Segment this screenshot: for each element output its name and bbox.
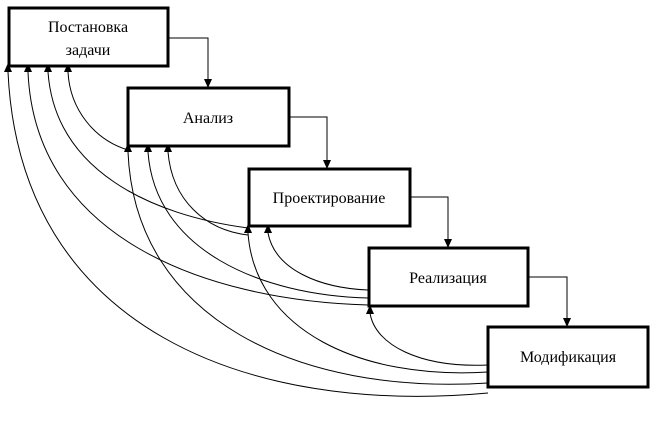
- stage-design: Проектирование: [247, 167, 412, 228]
- arrowhead-design: [323, 160, 331, 169]
- feedback-design-to-analysis: [167, 151, 249, 236]
- feedback-modification-to-implementation: [369, 312, 489, 366]
- stage-implementation-label: Реализация: [409, 270, 487, 287]
- arrowhead-analysis: [204, 79, 212, 88]
- connector-task-to-analysis: [168, 37, 209, 80]
- connector-design-to-implementation: [410, 196, 449, 240]
- feedback-modification-to-design: [247, 232, 489, 374]
- stage-implementation: Реализация: [367, 246, 530, 308]
- arrowhead-feedback: [244, 224, 252, 233]
- stage-task-line-2: задачи: [66, 42, 111, 59]
- feedback-modification-to-analysis: [127, 151, 489, 385]
- stage-task-line-1: Постановка: [48, 19, 128, 36]
- stage-modification: Модификация: [486, 325, 650, 389]
- stage-analysis: Анализ: [126, 86, 291, 148]
- connector-analysis-to-design: [289, 116, 328, 161]
- feedback-modification-to-task: [7, 71, 489, 397]
- arrowhead-modification: [563, 318, 571, 327]
- feedback-implementation-to-task: [27, 71, 369, 306]
- feedback-implementation-to-analysis: [147, 151, 369, 299]
- stage-task: Постановка задачи: [7, 6, 170, 68]
- arrowhead-feedback: [264, 224, 272, 233]
- stage-analysis-label: Анализ: [183, 110, 233, 127]
- stage-modification-label: Модификация: [520, 349, 617, 366]
- arrowhead-feedback: [366, 305, 374, 314]
- arrowhead-implementation: [444, 239, 452, 248]
- stage-design-label: Проектирование: [273, 190, 386, 207]
- feedback-implementation-to-design: [267, 232, 369, 291]
- feedback-design-to-task: [47, 71, 249, 229]
- forward-connectors: [168, 37, 571, 327]
- connector-implementation-to-modification: [528, 276, 568, 319]
- feedback-analysis-to-task: [67, 71, 129, 151]
